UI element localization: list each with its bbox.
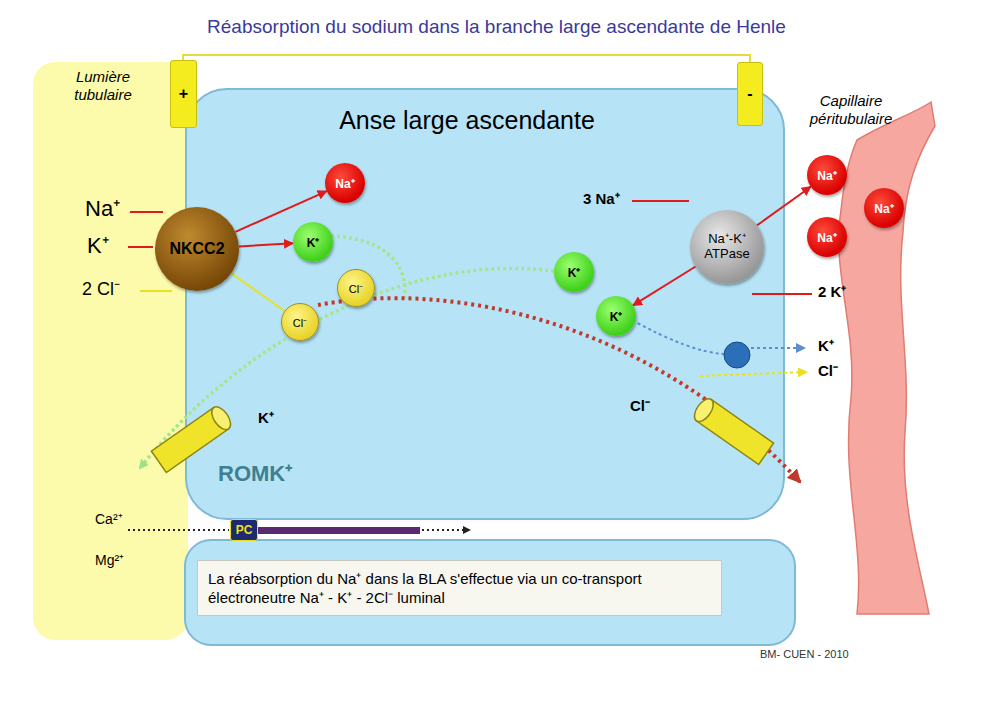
- ion-label: Cl⁻: [630, 398, 650, 415]
- k-lead: [128, 246, 153, 248]
- node-text: Na⁺: [817, 229, 836, 246]
- region-heading: Lumière tubulaire: [55, 68, 151, 104]
- node-text: +: [179, 85, 188, 103]
- ion-label: Mg²⁺: [95, 553, 124, 568]
- tight-junction: [258, 527, 420, 534]
- ion-circle: K⁺: [293, 222, 333, 262]
- node-text: Cl⁻: [293, 315, 307, 330]
- capillary-wall: [839, 102, 935, 614]
- node-text: K⁺: [568, 264, 581, 281]
- romk-channel: [151, 404, 234, 473]
- node-text: K⁺: [307, 234, 320, 251]
- credit-text: BM- CUEN - 2010: [760, 648, 849, 660]
- cl-exit-path: [318, 298, 800, 482]
- charge-box: -: [737, 62, 763, 126]
- k-recycle-path: [140, 268, 560, 468]
- node-text: La réabsorption du Na⁺ dans la BLA s'eff…: [208, 569, 711, 608]
- transport-arrow: [239, 243, 293, 246]
- ion-circle: Na⁺: [807, 155, 847, 195]
- k2-lead: [752, 293, 812, 295]
- node-text: Na⁺: [335, 175, 354, 192]
- ion-label: Cl⁻: [818, 363, 838, 380]
- channel-body: [696, 400, 773, 465]
- ion-label: 3 Na⁺: [583, 191, 620, 208]
- note-box: La réabsorption du Na⁺ dans la BLA s'eff…: [197, 560, 722, 616]
- cell-body: Anse large ascendanteNKCC2Na⁺K⁺Cl⁻Cl⁻Na⁺…: [185, 88, 785, 520]
- transport-arrow: [633, 267, 696, 306]
- cl-kcc-exit: [700, 372, 806, 376]
- diagram-title: Réabsorption du sodium dans la branche l…: [0, 16, 993, 38]
- k-exit: [751, 347, 804, 349]
- node-text: Na⁺-K⁺ ATPase: [697, 232, 757, 262]
- ion-label: K⁺: [258, 410, 274, 427]
- ion-circle: Cl⁻: [337, 269, 375, 307]
- node-text: PC: [236, 523, 253, 537]
- region-heading: Capillaire péritubulaire: [799, 92, 903, 128]
- ion-circle: K⁺: [596, 296, 636, 336]
- ion-circle: Na⁺: [864, 188, 904, 228]
- cotransporter-circle: NKCC2: [155, 207, 239, 291]
- channel-body: [151, 408, 228, 473]
- pump-circle: Na⁺-K⁺ ATPase: [690, 210, 764, 284]
- channel-label: ROMK⁺: [218, 462, 292, 486]
- node-text: Na⁺: [874, 200, 893, 217]
- na3-lead: [632, 200, 689, 202]
- transport-arrow: [231, 273, 284, 311]
- node-text: -: [747, 85, 752, 103]
- capillary: Capillaire péritubulaireNa⁺ Na⁺ Na⁺: [795, 92, 940, 617]
- ion-circle: Cl⁻: [281, 303, 319, 341]
- ion-label: Ca²⁺: [95, 512, 123, 527]
- ion-circle: Na⁺: [325, 163, 365, 203]
- kcc-transporter: [724, 342, 750, 368]
- charge-box: +: [170, 60, 197, 128]
- ion-label: 2 K⁺: [818, 284, 846, 301]
- paracellular-line: [422, 529, 470, 531]
- potential-bracket: [183, 55, 750, 62]
- channel-end: [691, 396, 717, 425]
- ion-label: K⁺: [87, 234, 109, 258]
- paracellular-box: PC: [230, 519, 258, 541]
- ion-circle: Na⁺: [807, 217, 847, 257]
- paracellular-line: [128, 529, 229, 531]
- node-text: K⁺: [610, 308, 623, 325]
- cl-lead: [140, 290, 172, 292]
- ion-label: K⁺: [818, 338, 834, 355]
- channel-end: [208, 404, 234, 433]
- ion-label: Na⁺: [85, 197, 120, 221]
- node-text: Na⁺: [817, 167, 836, 184]
- na-lead: [130, 211, 163, 213]
- transport-arrow: [235, 191, 326, 232]
- transport-arrow: [757, 187, 811, 226]
- ion-circle: K⁺: [554, 252, 594, 292]
- region-heading: Anse large ascendante: [187, 90, 783, 135]
- k-recycle-short: [331, 236, 405, 300]
- cell-lower-band: [185, 540, 795, 645]
- ion-label: 2 Cl⁻: [82, 280, 120, 300]
- node-text: Cl⁻: [349, 281, 363, 296]
- node-text: NKCC2: [169, 240, 224, 258]
- k-kcc-path: [632, 320, 724, 354]
- cl-channel: [691, 396, 774, 465]
